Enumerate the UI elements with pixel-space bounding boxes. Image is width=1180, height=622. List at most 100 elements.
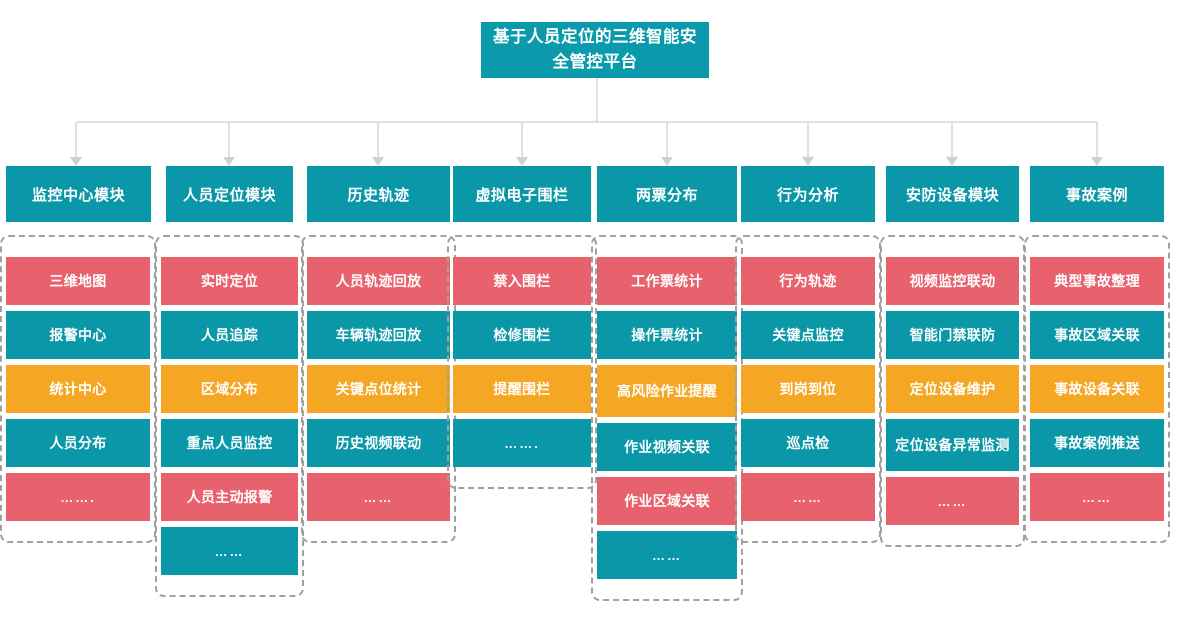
module-item-label: 巡点检	[786, 434, 830, 451]
module-item-label: ……	[937, 493, 968, 509]
module-item-label: 典型事故整理	[1054, 272, 1140, 289]
module-item-label: 作业区域关联	[624, 492, 710, 509]
module-header-virtual-fence[interactable]: 虚拟电子围栏	[453, 166, 591, 222]
module-header-history-track[interactable]: 历史轨迹	[307, 166, 450, 222]
module-group-outline-accident-case	[1024, 235, 1170, 543]
module-header-label: 虚拟电子围栏	[475, 186, 569, 204]
module-item-more[interactable]: ……	[741, 473, 875, 521]
module-item[interactable]: 操作票统计	[597, 311, 737, 359]
module-item[interactable]: 关键点监控	[741, 311, 875, 359]
module-item[interactable]: 定位设备异常监测	[886, 419, 1019, 471]
module-item-label: 三维地图	[49, 272, 107, 289]
module-item[interactable]: 人员追踪	[161, 311, 298, 359]
module-group-outline-personnel-positioning	[155, 235, 304, 597]
module-item-more[interactable]: ……	[886, 477, 1019, 525]
module-item-list-personnel-positioning: 实时定位人员追踪区域分布重点人员监控人员主动报警 ……	[161, 257, 298, 575]
module-item-label: 人员轨迹回放	[335, 272, 422, 289]
module-item[interactable]: 历史视频联动	[307, 419, 450, 467]
module-item-list-virtual-fence: 禁入围栏检修围栏提醒围栏 …….	[453, 257, 591, 467]
module-item[interactable]: 工作票统计	[597, 257, 737, 305]
module-item[interactable]: 到岗到位	[741, 365, 875, 413]
module-item[interactable]: 人员主动报警	[161, 473, 298, 521]
module-item-label: 人员主动报警	[186, 488, 273, 505]
module-item-label: ……	[1082, 489, 1112, 505]
module-item[interactable]: 重点人员监控	[161, 419, 298, 467]
module-item[interactable]: 行为轨迹	[741, 257, 875, 305]
module-header-personnel-positioning[interactable]: 人员定位模块	[166, 166, 293, 222]
module-header-two-tickets[interactable]: 两票分布	[597, 166, 737, 222]
module-item-label: …….	[60, 489, 96, 505]
module-item[interactable]: 事故区域关联	[1030, 311, 1164, 359]
module-item-list-two-tickets: 工作票统计操作票统计高风险作业提醒作业视频关联作业区域关联 ……	[597, 257, 737, 579]
module-item-label: 事故设备关联	[1054, 380, 1140, 397]
root-title-node[interactable]: 基于人员定位的三维智能安全管控平台	[481, 22, 709, 78]
module-item-label: 重点人员监控	[186, 434, 273, 451]
module-item[interactable]: 作业视频关联	[597, 423, 737, 471]
module-item[interactable]: 报警中心	[6, 311, 150, 359]
module-header-behaviour-analysis[interactable]: 行为分析	[741, 166, 875, 222]
module-item-label: ……	[363, 489, 394, 505]
module-item-more[interactable]: ……	[597, 531, 737, 579]
module-item[interactable]: 视频监控联动	[886, 257, 1019, 305]
module-item-label: 高风险作业提醒	[616, 382, 718, 399]
module-item-label: 智能门禁联防	[909, 326, 996, 343]
module-item[interactable]: 区域分布	[161, 365, 298, 413]
module-item[interactable]: 作业区域关联	[597, 477, 737, 525]
module-item[interactable]: 车辆轨迹回放	[307, 311, 450, 359]
module-header-label: 两票分布	[635, 186, 698, 204]
module-item[interactable]: 人员轨迹回放	[307, 257, 450, 305]
root-title-text: 基于人员定位的三维智能安全管控平台	[493, 28, 697, 71]
module-item-label: 定位设备异常监测	[895, 436, 1010, 453]
module-item-label: 行为轨迹	[779, 272, 837, 289]
module-header-label: 安防设备模块	[905, 186, 999, 204]
module-item-label: 事故案例推送	[1054, 434, 1140, 451]
module-item[interactable]: 禁入围栏	[453, 257, 591, 305]
module-item-label: 到岗到位	[779, 380, 837, 397]
module-item-more[interactable]: …….	[6, 473, 150, 521]
module-item-label: 车辆轨迹回放	[335, 326, 422, 343]
module-item[interactable]: 提醒围栏	[453, 365, 591, 413]
module-item-more[interactable]: ……	[1030, 473, 1164, 521]
module-item[interactable]: 检修围栏	[453, 311, 591, 359]
module-header-label: 历史轨迹	[347, 186, 410, 204]
module-item-label: 禁入围栏	[493, 272, 551, 289]
module-item[interactable]: 关键点位统计	[307, 365, 450, 413]
module-group-outline-two-tickets	[591, 235, 743, 601]
module-item-more[interactable]: ……	[307, 473, 450, 521]
module-item-label: 定位设备维护	[909, 380, 996, 397]
module-header-accident-case[interactable]: 事故案例	[1030, 166, 1164, 222]
module-item-label: 工作票统计	[631, 272, 703, 289]
module-item[interactable]: 定位设备维护	[886, 365, 1019, 413]
module-item[interactable]: 事故设备关联	[1030, 365, 1164, 413]
module-header-monitor-center[interactable]: 监控中心模块	[6, 166, 151, 222]
module-item-label: 人员追踪	[200, 326, 259, 343]
module-item-label: 区域分布	[200, 380, 259, 397]
module-item-label: 事故区域关联	[1054, 326, 1140, 343]
module-header-label: 事故案例	[1065, 186, 1128, 204]
module-item-list-security-device: 视频监控联动智能门禁联防定位设备维护定位设备异常监测 ……	[886, 257, 1019, 525]
module-item-label: 检修围栏	[493, 326, 551, 343]
module-item[interactable]: 高风险作业提醒	[597, 365, 737, 417]
module-item-label: 作业视频关联	[624, 438, 710, 455]
module-item[interactable]: 典型事故整理	[1030, 257, 1164, 305]
connector-arrowheads	[70, 157, 1103, 166]
module-item-label: ……	[793, 489, 823, 505]
module-item-label: 实时定位	[200, 272, 259, 289]
module-item-label: 提醒围栏	[493, 380, 551, 397]
module-item[interactable]: 智能门禁联防	[886, 311, 1019, 359]
module-item-label: 操作票统计	[631, 326, 703, 343]
module-item-more[interactable]: ……	[161, 527, 298, 575]
module-item[interactable]: 巡点检	[741, 419, 875, 467]
module-header-label: 监控中心模块	[31, 186, 125, 204]
module-item[interactable]: 事故案例推送	[1030, 419, 1164, 467]
module-item-label: 人员分布	[49, 434, 107, 451]
module-item-label: 历史视频联动	[335, 434, 422, 451]
module-item[interactable]: 人员分布	[6, 419, 150, 467]
module-item-more[interactable]: …….	[453, 419, 591, 467]
module-item[interactable]: 统计中心	[6, 365, 150, 413]
module-item-list-accident-case: 典型事故整理事故区域关联事故设备关联事故案例推送 ……	[1030, 257, 1164, 521]
module-item[interactable]: 三维地图	[6, 257, 150, 305]
module-item[interactable]: 实时定位	[161, 257, 298, 305]
module-header-security-device[interactable]: 安防设备模块	[886, 166, 1019, 222]
